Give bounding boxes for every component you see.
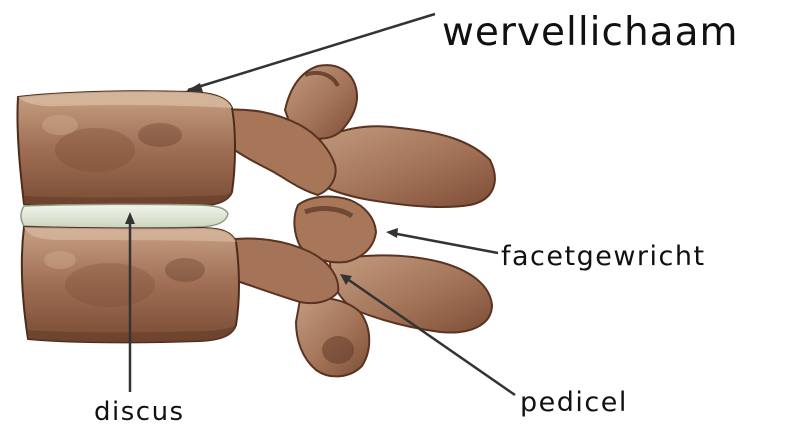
label-facet-joint: facetgewricht [501, 243, 706, 270]
label-pedicle: pedicel [520, 389, 628, 416]
intervertebral-disc [21, 204, 228, 228]
pointer-facet-joint [392, 233, 498, 253]
upper-vertebra [17, 65, 494, 207]
label-disc: discus [94, 399, 185, 425]
label-vertebral-body: wervellichaam [442, 13, 738, 52]
